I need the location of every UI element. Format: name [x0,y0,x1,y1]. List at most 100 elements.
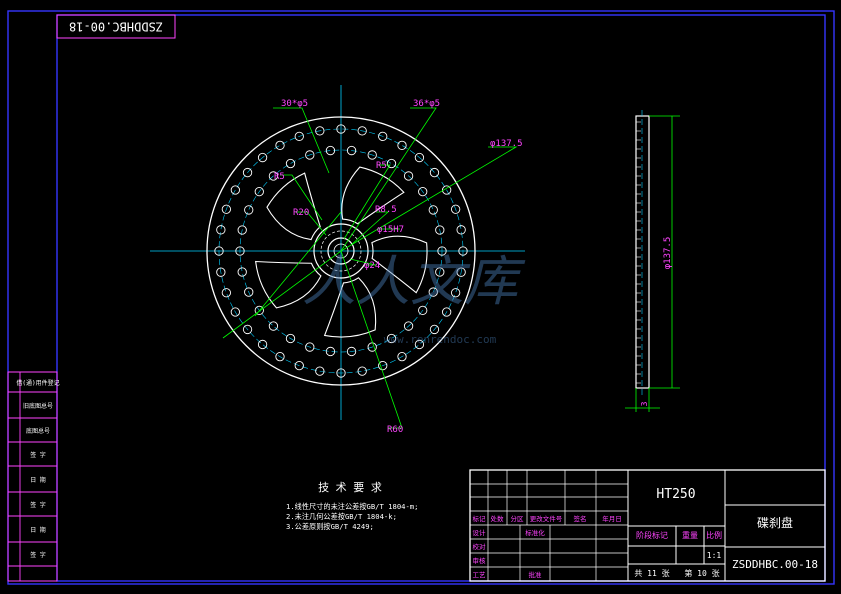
side-label: 底图总号 [26,427,50,435]
weight-label: 重量 [682,530,698,540]
dim-r-right: R5 [376,161,387,171]
bore-keyway [333,243,349,259]
outer-hole [397,140,407,150]
side-label: 借(通)用件登记 [16,379,59,387]
title-block-grid: 标记处数分区更改文件号签名年月日设计校对审核工艺标准化批准 [470,470,628,581]
side-dimensions [625,115,680,412]
outer-hole [214,246,224,256]
dim-side-diameter: φ137.5 [663,237,673,270]
sheet-number: 第 10 张 [684,568,719,578]
inner-hole [418,186,428,197]
role-label: 设计 [473,528,487,537]
outer-hole [429,324,440,335]
outer-hole [414,339,425,350]
inner-hole [367,342,377,352]
outer-hole [216,225,226,235]
outer-hole [230,185,240,195]
inner-hole [244,287,254,297]
inner-hole-circle [239,149,443,353]
outer-hole [378,360,388,371]
curved-slot [255,260,322,309]
inner-hole [437,246,447,256]
outer-hole [275,140,285,150]
side-label: 日 期 [30,476,46,484]
outer-hole [429,167,440,178]
dim-holes-outer: 36*φ5 [413,99,440,109]
inner-hole [268,321,279,331]
dim-r-left: R5 [274,172,285,182]
rotated-drawing-number-box: ZSDDHBC.00-18 [56,14,176,39]
outer-hole [456,267,466,277]
outer-hole [275,352,285,362]
inner-hole [285,333,296,344]
revision-header: 标记 [473,514,487,523]
outer-rim [206,116,476,386]
outer-hole [442,307,452,317]
outer-hole [450,288,461,298]
outer-hole [336,124,346,134]
inner-hole [325,346,336,357]
outer-hole [357,366,367,376]
outer-hole [414,152,425,163]
title-block [469,469,826,582]
outer-hole [294,131,304,142]
dim-bore: φ15H7 [377,225,404,235]
curved-slots [255,166,428,338]
hub-outer [313,223,369,279]
side-profile [635,115,650,389]
outer-hole-ring [214,124,468,378]
inner-hole [254,186,264,197]
inner-hole [403,321,414,331]
outer-hole [230,307,240,317]
inner-hole [244,205,254,215]
revision-header: 分区 [511,514,525,523]
outer-hole-circle [218,128,464,374]
inner-hole [237,267,247,277]
outer-hole [242,167,253,178]
inner-hole [428,205,438,215]
curved-slot [341,166,405,225]
rotated-drawing-number: ZSDDHBC.00-18 [69,20,163,34]
material: HT250 [656,487,695,502]
tech-item: 1.线性尺寸的未注公差按GB/T 1804-m; [286,502,418,511]
scale-value: 1:1 [707,551,722,560]
outer-hole [294,360,304,371]
outer-hole [216,267,226,277]
approval-label: 批准 [529,570,543,579]
curved-slot [323,277,377,338]
dim-r20: R20 [293,208,309,218]
inner-hole-ring [235,145,447,357]
outer-hole [315,366,325,376]
side-label: 旧底图总号 [23,402,53,410]
side-label: 签 字 [30,451,46,459]
outer-hole [458,246,468,256]
inner-hole [305,342,315,352]
inner-hole [305,150,315,160]
inner-hole [268,171,279,181]
watermark-main: 人人文库 [302,250,526,313]
inner-hole [418,305,428,316]
outer-hole [221,204,232,214]
outer-hole [357,126,367,136]
title-block-text: HT250 碟刹盘 ZSDDHBC.00-18 阶段标记 重量 比例 1:1 共… [634,487,818,578]
tech-item: 3.公差原则按GB/T 4249; [286,522,374,531]
inner-hole [386,333,397,344]
side-label: 签 字 [30,551,46,559]
role-label: 审核 [473,556,487,565]
curved-slot [371,235,428,294]
side-label: 签 字 [30,501,46,509]
side-label: 日 期 [30,526,46,534]
scale-label: 比例 [706,530,722,540]
inner-hole [386,158,397,169]
outer-hole [257,152,268,163]
stage-label: 阶段标记 [636,530,668,540]
dim-hub: φ24 [364,261,380,271]
dim-thickness: 3 [640,401,649,406]
revision-header: 签名 [574,514,587,523]
role-label: 校对 [473,542,487,551]
tech-title: 技 术 要 求 [318,481,382,494]
inner-hole [403,171,414,181]
inner-hole [285,158,296,169]
watermark-sub: www.renrendoc.com [384,333,497,346]
inner-frame [56,14,826,582]
